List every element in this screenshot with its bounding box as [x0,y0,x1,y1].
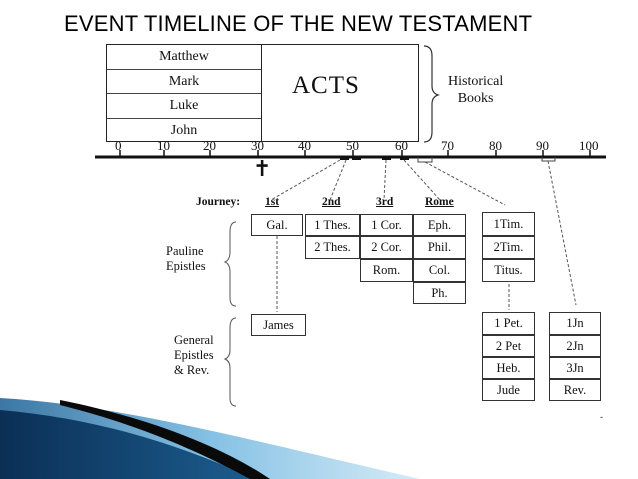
epistle-hebrews: Heb. [482,357,535,379]
tick-label: 80 [489,138,502,153]
tick-label: 90 [536,138,549,153]
epistle-titus: Titus. [482,259,535,282]
tick-label: 100 [579,138,599,153]
tick-label: 70 [441,138,454,153]
gospel-mark: Mark [107,70,261,94]
gospels-table: Matthew Mark Luke John [106,44,262,142]
journey-label: Journey: [196,196,241,208]
general-line2: Epistles [174,348,214,362]
epistle-2-corinthians: 2 Cor. [360,236,413,259]
journey-connectors [270,159,577,312]
epistle-2-timothy: 2Tim. [482,236,535,259]
gospel-luke: Luke [107,94,261,119]
general-brace [223,317,237,407]
historical-brace [423,45,440,143]
event-markers [340,156,409,160]
journey-first: 1st [265,196,280,208]
book-revelation: Rev. [549,379,601,401]
historical-books-line2: Books [457,91,494,106]
page-title: EVENT TIMELINE OF THE NEW TESTAMENT [64,11,533,36]
epistle-ephesians: Eph. [413,214,466,236]
epistle-1-peter: 1 Pet. [482,312,535,335]
journey-second: 2nd [322,196,341,208]
epistle-galatians: Gal. [251,214,303,236]
epistle-1-timothy: 1Tim. [482,212,535,236]
historical-books-line1: Historical [448,74,504,89]
tick-label: 60 [395,138,408,153]
tick-label: 0 [115,138,122,153]
tick-label: 10 [157,138,170,153]
axis-ticks [119,150,591,157]
pauline-line2: Epistles [166,259,206,273]
acts-label: ACTS [292,72,360,99]
tick-label: 30 [251,138,264,153]
journey-third: 3rd [376,196,394,208]
general-epistles-label: General Epistles & Rev. [174,333,214,378]
epistle-romans: Rom. [360,259,413,282]
epistle-2-peter: 2 Pet [482,335,535,357]
epistle-1-john: 1Jn [549,312,601,335]
general-line3: & Rev. [174,363,210,377]
tick-label: 50 [346,138,359,153]
journey-rome: Rome [425,196,454,208]
gospel-matthew: Matthew [107,45,261,70]
epistle-jude: Jude [482,379,535,401]
epistle-1-thessalonians: 1 Thes. [305,214,360,236]
gospel-john: John [170,122,198,138]
epistle-james: James [251,314,306,336]
pauline-brace [223,221,237,307]
epistle-colossians: Col. [413,259,466,282]
epistle-philippians: Phil. [413,236,466,259]
page-mark: - [600,412,603,422]
pauline-epistles-label: Pauline Epistles [166,244,206,274]
epistle-philemon: Ph. [413,282,466,304]
epistle-3-john: 3Jn [549,357,601,379]
epistle-1-corinthians: 1 Cor. [360,214,413,236]
historical-books-label: Historical Books [448,73,503,107]
cross-icon: ✝ [253,157,272,182]
pauline-line1: Pauline [166,244,204,258]
tick-label: 40 [298,138,311,153]
epistle-2-john: 2Jn [549,335,601,357]
tick-label: 20 [203,138,216,153]
general-line1: General [174,333,214,347]
epistle-2-thessalonians: 2 Thes. [305,236,360,259]
acts-box: ACTS [262,44,419,142]
